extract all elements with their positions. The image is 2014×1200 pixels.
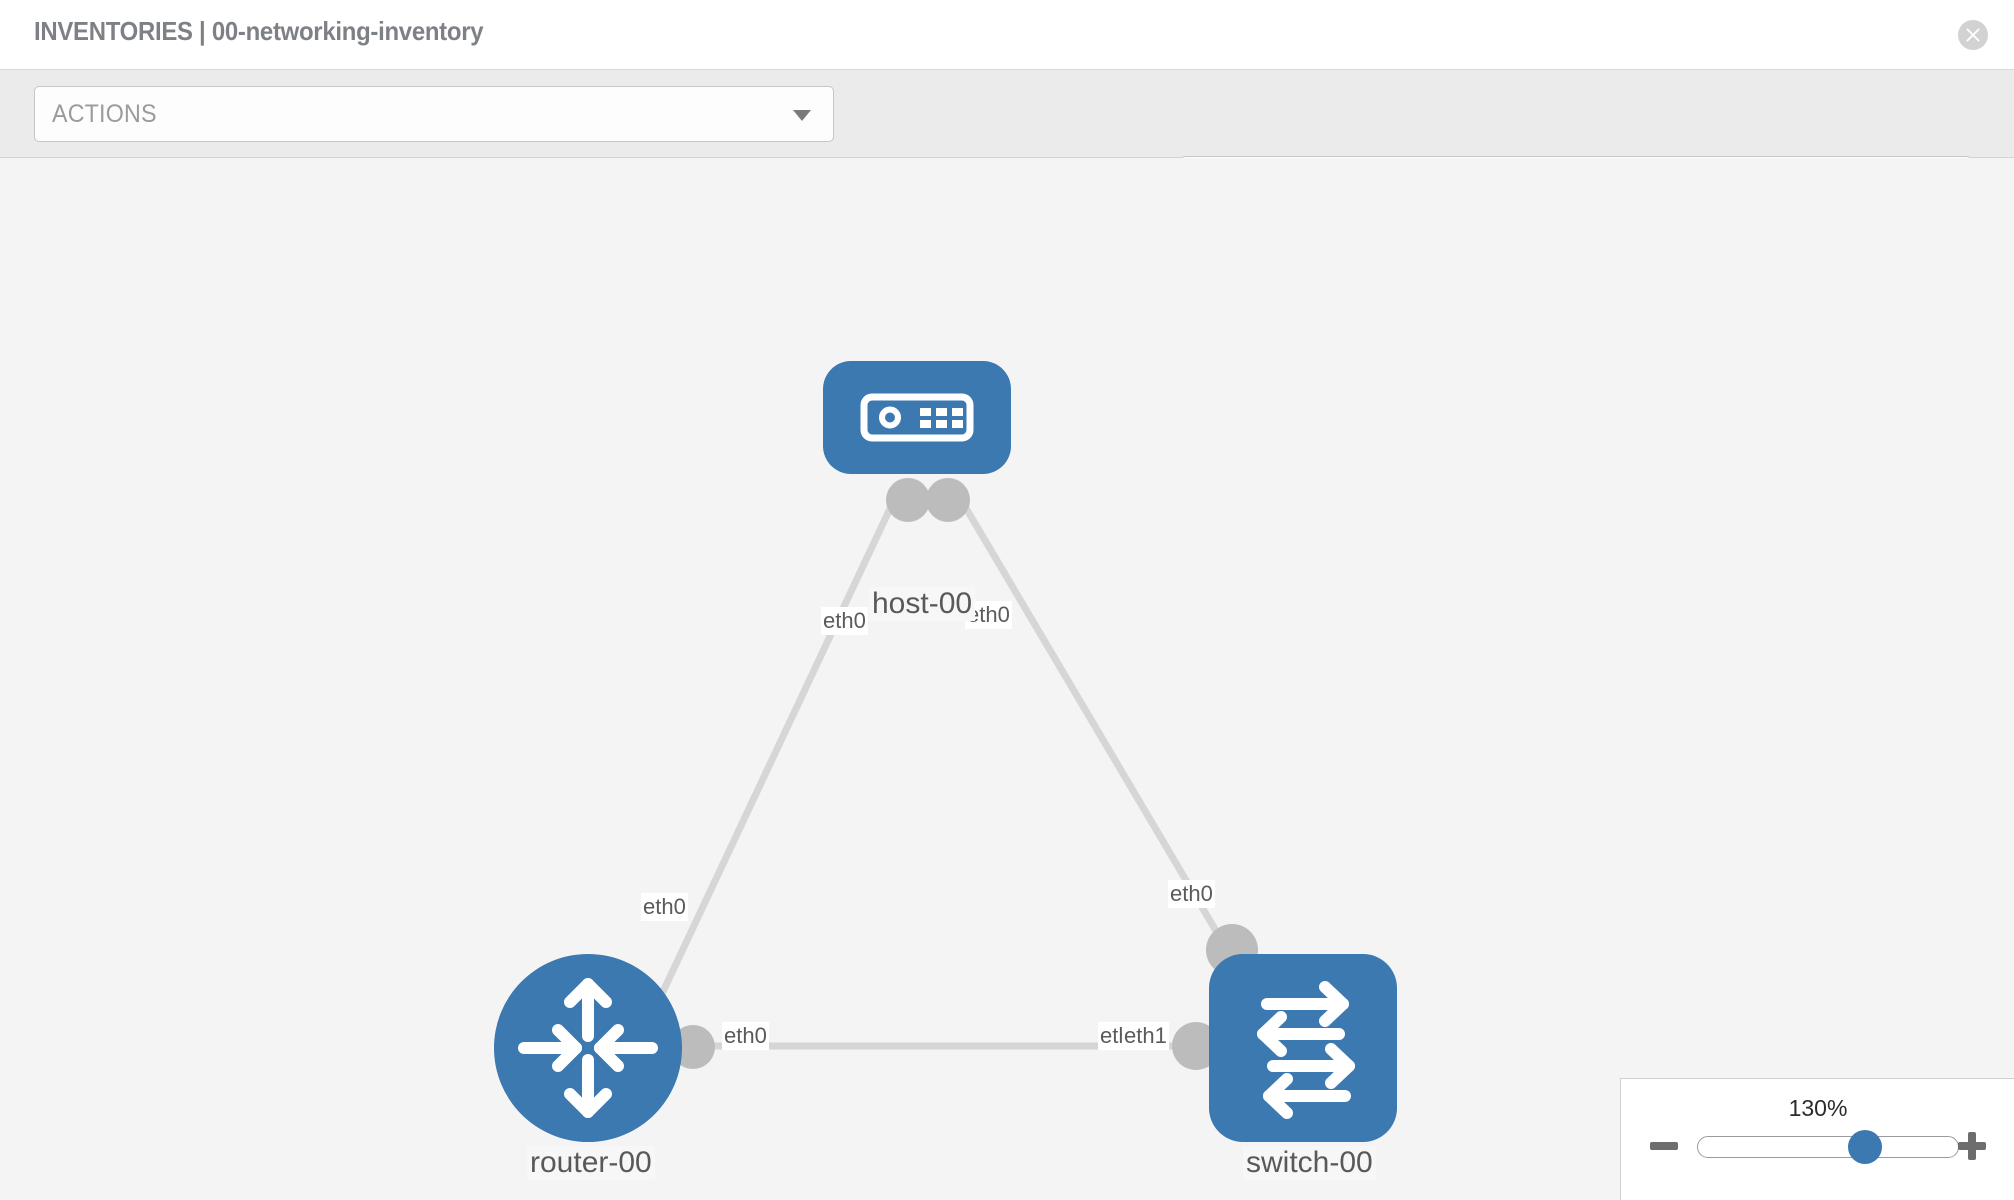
zoom-control-panel: 130% (1620, 1078, 2014, 1200)
node-switch-00 (1209, 954, 1397, 1142)
zoom-slider-track[interactable] (1697, 1136, 1959, 1158)
zoom-slider-thumb[interactable] (1848, 1130, 1882, 1164)
connector-host-left (886, 478, 930, 522)
toolbar: ACTIONS SEARCH (0, 70, 2014, 212)
plus-icon[interactable] (1955, 1129, 1989, 1163)
zoom-level-value: 130% (1788, 1095, 1848, 1121)
switch-arrows-icon (1257, 981, 1355, 1119)
topology-graph (494, 361, 1397, 1142)
chevron-down-icon (793, 110, 811, 121)
connector-router-right (671, 1025, 715, 1069)
interface-label: eth0 (722, 1022, 769, 1050)
connector-host-right (926, 478, 970, 522)
minus-icon[interactable] (1647, 1129, 1681, 1163)
connector-switch-left (1172, 1022, 1220, 1070)
router-arrows-icon (518, 978, 658, 1118)
connector-nubs (671, 478, 1258, 1070)
node-host-00-body (823, 361, 1011, 474)
actions-dropdown[interactable]: ACTIONS (34, 86, 834, 142)
topology-canvas[interactable]: eth0 eth0 eth0 eth0 eth0 eth0 eth1 host-… (0, 158, 2014, 1200)
actions-dropdown-label: ACTIONS (52, 100, 157, 128)
node-router-00-body (494, 954, 682, 1142)
link-host-router (656, 496, 899, 1000)
interface-label: eth1 (1122, 1022, 1169, 1050)
page-header: INVENTORIES | 00-networking-inventory (0, 0, 2014, 70)
node-label-switch: switch-00 (1243, 1146, 1376, 1180)
interface-label: eth0 (821, 607, 868, 635)
node-host-00 (823, 361, 1011, 474)
node-switch-00-body (1209, 954, 1397, 1142)
interface-label: eth0 (641, 893, 688, 921)
interface-label: eth0 (1168, 880, 1215, 908)
close-icon[interactable] (1958, 20, 1988, 50)
node-router-00 (494, 954, 682, 1142)
server-device-icon (860, 393, 974, 442)
node-label-router: router-00 (527, 1146, 655, 1180)
page-title: INVENTORIES | 00-networking-inventory (34, 16, 484, 46)
node-label-host: host-00 (869, 587, 976, 621)
